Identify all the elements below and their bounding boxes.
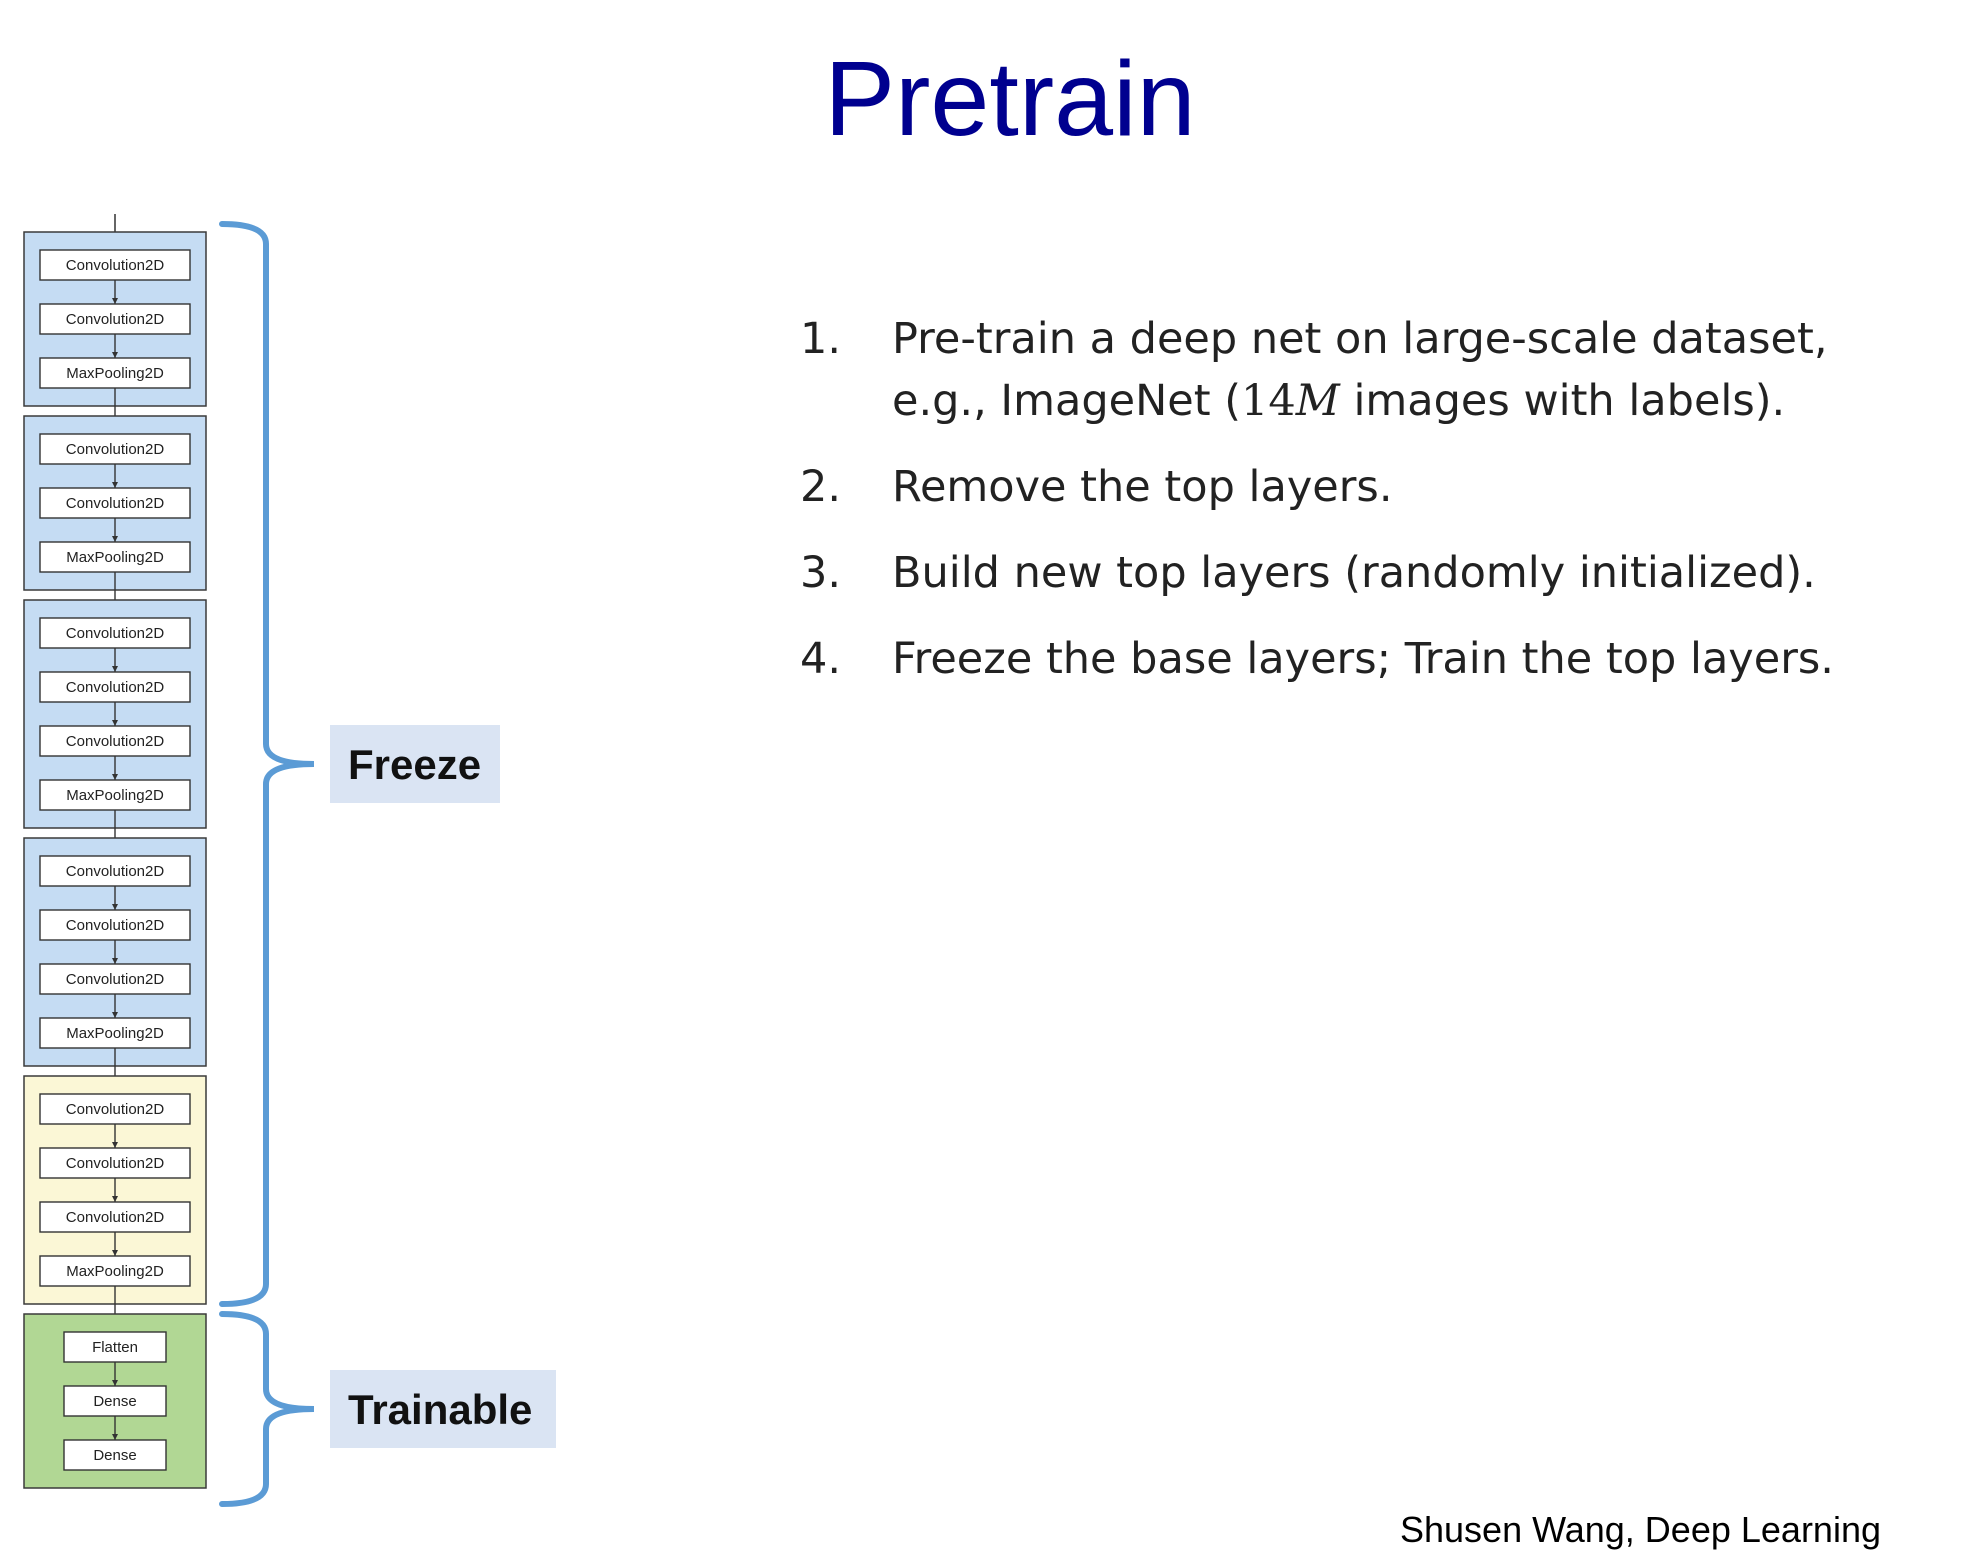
layer-label: Convolution2D <box>66 625 165 642</box>
layer-box <box>39 617 191 649</box>
steps-list: 1. Pre-train a deep net on large-scale d… <box>800 308 1960 714</box>
step-text: Remove the top layers. <box>892 462 1393 512</box>
arrow-head <box>112 536 118 542</box>
layer-box <box>39 433 191 465</box>
step-number: 1. <box>800 314 842 364</box>
step-text-line: e.g., ImageNet ( <box>892 376 1242 426</box>
arrow-head <box>112 720 118 726</box>
freeze-label-box <box>330 725 500 803</box>
layer-box <box>39 1147 191 1179</box>
step-text: Build new top layers (randomly initializ… <box>892 548 1816 598</box>
arrow-head <box>112 1196 118 1202</box>
step-text-line: images with labels). <box>1339 376 1786 426</box>
layer-box <box>39 963 191 995</box>
step-item-2: 2. Remove the top layers. <box>800 456 1960 518</box>
layer-box <box>39 1093 191 1125</box>
step-number: 4. <box>800 634 842 684</box>
layer-label: MaxPooling2D <box>66 1025 164 1042</box>
layer-box <box>39 357 191 389</box>
layer-label: Convolution2D <box>66 495 165 512</box>
layer-box <box>39 779 191 811</box>
layer-label: Dense <box>93 1447 136 1464</box>
arrow-head <box>112 482 118 488</box>
step-item-1: 1. Pre-train a deep net on large-scale d… <box>800 308 1960 432</box>
layer-box <box>39 487 191 519</box>
math-number: 14 <box>1241 376 1296 426</box>
arrow-head <box>112 1012 118 1018</box>
layer-box <box>39 671 191 703</box>
layer-label: Convolution2D <box>66 863 165 880</box>
author-credit: Shusen Wang, Deep Learning <box>1400 1509 1881 1550</box>
layer-box <box>39 725 191 757</box>
math-expression: 14M <box>1241 376 1340 426</box>
freeze-brace <box>219 221 315 1307</box>
step-number: 3. <box>800 548 842 598</box>
freeze-label: Freeze <box>348 741 481 788</box>
layer-box <box>39 1017 191 1049</box>
arrow-head <box>112 1434 118 1440</box>
layer-label: Convolution2D <box>66 1101 165 1118</box>
trainable-label: Trainable <box>348 1386 532 1433</box>
layer-label: Flatten <box>92 1339 138 1356</box>
layer-label: Convolution2D <box>66 733 165 750</box>
layer-label: Convolution2D <box>66 441 165 458</box>
layer-label: MaxPooling2D <box>66 365 164 382</box>
slide-title: Pretrain <box>824 40 1196 158</box>
network-architecture-diagram: Convolution2D Convolution2D MaxPooling2D Co… <box>23 214 556 1507</box>
layer-label: Convolution2D <box>66 971 165 988</box>
arrow-head <box>112 1142 118 1148</box>
step-text-line: Pre-train a deep net on large-scale data… <box>892 314 1828 364</box>
step-number: 2. <box>800 462 842 512</box>
layer-box <box>39 303 191 335</box>
arrow-head <box>112 904 118 910</box>
step-text: Freeze the base layers; Train the top la… <box>892 634 1834 684</box>
arrow-head <box>112 958 118 964</box>
arrow-head <box>112 298 118 304</box>
math-variable: M <box>1295 376 1340 426</box>
step-item-4: 4. Freeze the base layers; Train the top… <box>800 628 1960 690</box>
layer-box <box>63 1331 167 1363</box>
layer-box <box>39 541 191 573</box>
layer-label: Convolution2D <box>66 1155 165 1172</box>
layer-box <box>39 909 191 941</box>
layer-box <box>63 1439 167 1471</box>
arrow-head <box>112 1380 118 1386</box>
layer-label: MaxPooling2D <box>66 787 164 804</box>
arrow-head <box>112 666 118 672</box>
step-item-3: 3. Build new top layers (randomly initia… <box>800 542 1960 604</box>
layer-label: Convolution2D <box>66 679 165 696</box>
trainable-brace <box>219 1311 315 1507</box>
layer-label: Convolution2D <box>66 917 165 934</box>
layer-box <box>39 1201 191 1233</box>
arrow-head <box>112 774 118 780</box>
layer-label: MaxPooling2D <box>66 549 164 566</box>
arrow-head <box>112 352 118 358</box>
layer-label: Dense <box>93 1393 136 1410</box>
layer-label: Convolution2D <box>66 1209 165 1226</box>
trainable-label-box <box>330 1370 556 1448</box>
layer-label: Convolution2D <box>66 311 165 328</box>
layer-label: Convolution2D <box>66 257 165 274</box>
arrow-head <box>112 1250 118 1256</box>
layer-label: MaxPooling2D <box>66 1263 164 1280</box>
